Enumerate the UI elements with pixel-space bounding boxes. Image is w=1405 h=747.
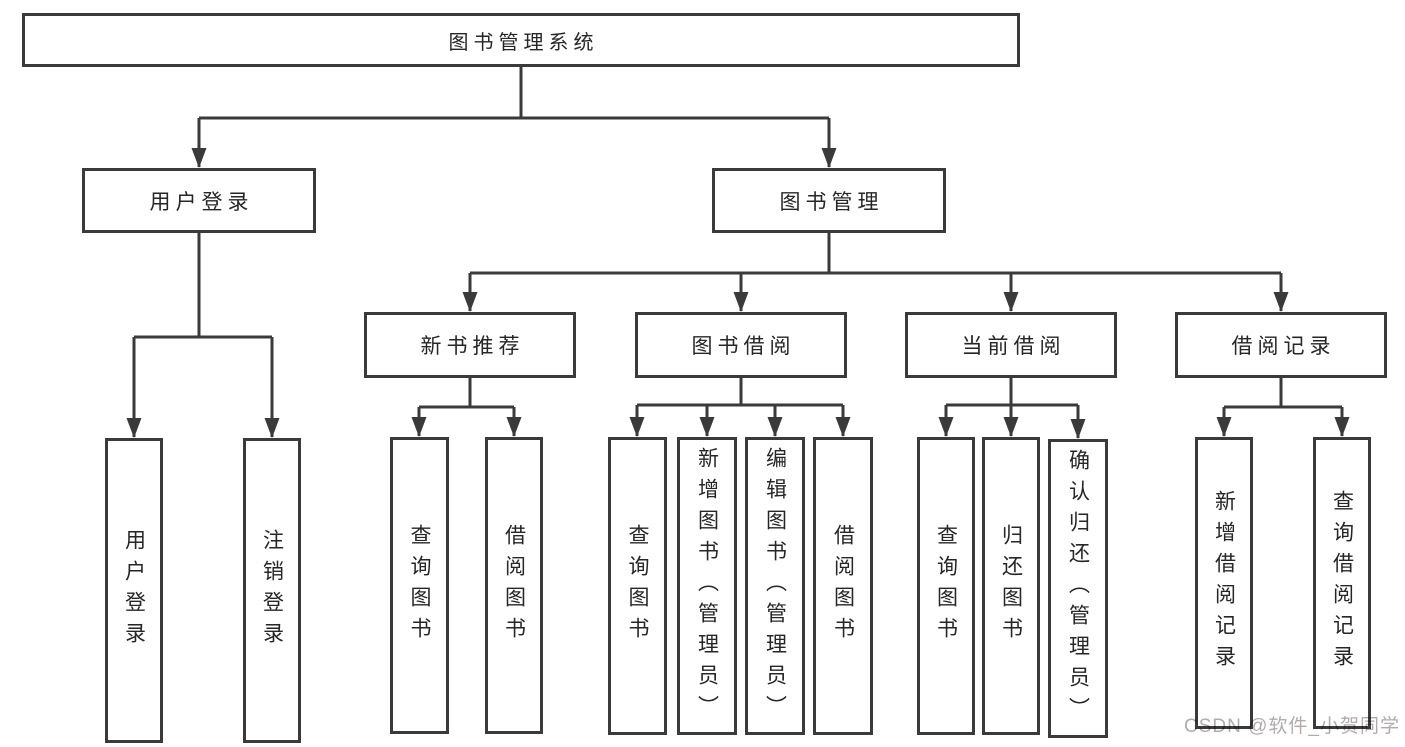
connector-user-login-trunk	[134, 233, 272, 339]
node-book-management: 图书管理	[712, 168, 946, 233]
node-user-login-label: 用户登录	[149, 190, 254, 214]
node-leaf-current-return-books-label: 归还图书	[999, 524, 1023, 648]
node-leaf-logout: 注销登录	[243, 438, 301, 743]
node-leaf-current-confirm-return-admin: 确认归还（管理员）	[1048, 439, 1108, 738]
node-new-book-recommend: 新书推荐	[364, 312, 576, 378]
node-book-management-label: 图书管理	[779, 190, 884, 214]
connector-recommend-trunk	[419, 378, 514, 409]
node-leaf-borrow-edit-books-admin-label: 编辑图书（管理员）	[763, 446, 787, 726]
node-leaf-current-query-books-label: 查询图书	[934, 524, 958, 648]
node-leaf-records-query-record-label: 查询借阅记录	[1330, 490, 1354, 676]
node-leaf-borrow-add-books-admin-label: 新增图书（管理员）	[695, 446, 719, 726]
node-new-book-recommend-label: 新书推荐	[420, 335, 525, 358]
node-leaf-records-query-record: 查询借阅记录	[1313, 437, 1371, 729]
node-leaf-current-return-books: 归还图书	[982, 437, 1040, 735]
node-leaf-recommend-query-books-label: 查询图书	[408, 523, 431, 648]
connector-records-trunk	[1224, 378, 1342, 409]
node-current-borrow-label: 当前借阅	[961, 335, 1066, 358]
node-book-borrow: 图书借阅	[635, 312, 847, 378]
node-leaf-borrow-query-books-label: 查询图书	[626, 524, 649, 648]
node-root-library-management-system: 图书管理系统	[22, 13, 1020, 67]
connector-borrow-trunk	[637, 378, 843, 407]
node-leaf-logout-label: 注销登录	[260, 528, 284, 653]
connector-current-trunk	[946, 378, 1078, 407]
csdn-watermark: CSDN @软件_小贺同学	[1184, 716, 1400, 737]
node-leaf-records-add-record-label: 新增借阅记录	[1212, 490, 1236, 676]
node-leaf-borrow-add-books-admin: 新增图书（管理员）	[677, 437, 737, 735]
connector-root-trunk	[199, 66, 829, 120]
node-user-login: 用户登录	[82, 168, 316, 233]
node-leaf-borrow-edit-books-admin: 编辑图书（管理员）	[745, 437, 805, 735]
node-leaf-current-query-books: 查询图书	[917, 437, 975, 735]
node-leaf-borrow-borrow-books: 借阅图书	[813, 437, 873, 735]
connector-book-management-trunk	[470, 233, 1281, 275]
node-leaf-borrow-borrow-books-label: 借阅图书	[831, 524, 855, 648]
node-leaf-recommend-borrow-books-label: 借阅图书	[502, 523, 526, 648]
node-borrow-records: 借阅记录	[1175, 312, 1387, 378]
node-leaf-user-login-label: 用户登录	[122, 528, 146, 653]
node-leaf-recommend-query-books: 查询图书	[390, 437, 449, 734]
node-root-label: 图书管理系统	[448, 31, 599, 54]
node-leaf-records-add-record: 新增借阅记录	[1195, 437, 1253, 729]
node-book-borrow-label: 图书借阅	[691, 335, 796, 358]
node-leaf-recommend-borrow-books: 借阅图书	[485, 437, 543, 734]
node-current-borrow: 当前借阅	[905, 312, 1117, 378]
node-leaf-user-login: 用户登录	[105, 438, 163, 743]
node-leaf-borrow-query-books: 查询图书	[608, 437, 667, 735]
node-leaf-current-confirm-return-admin-label: 确认归还（管理员）	[1066, 449, 1090, 728]
node-borrow-records-label: 借阅记录	[1231, 335, 1336, 358]
